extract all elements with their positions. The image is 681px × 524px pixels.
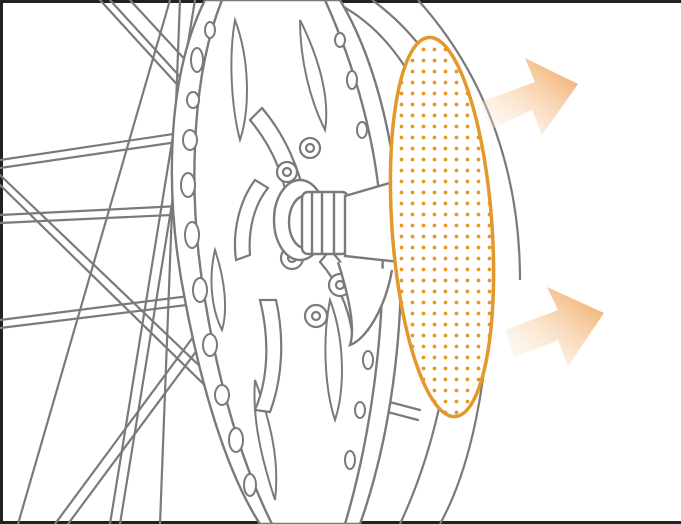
direction-arrow-icon [505,287,604,366]
direction-arrow-icon [480,58,578,135]
perforated-caliper-zone-icon [380,33,506,421]
